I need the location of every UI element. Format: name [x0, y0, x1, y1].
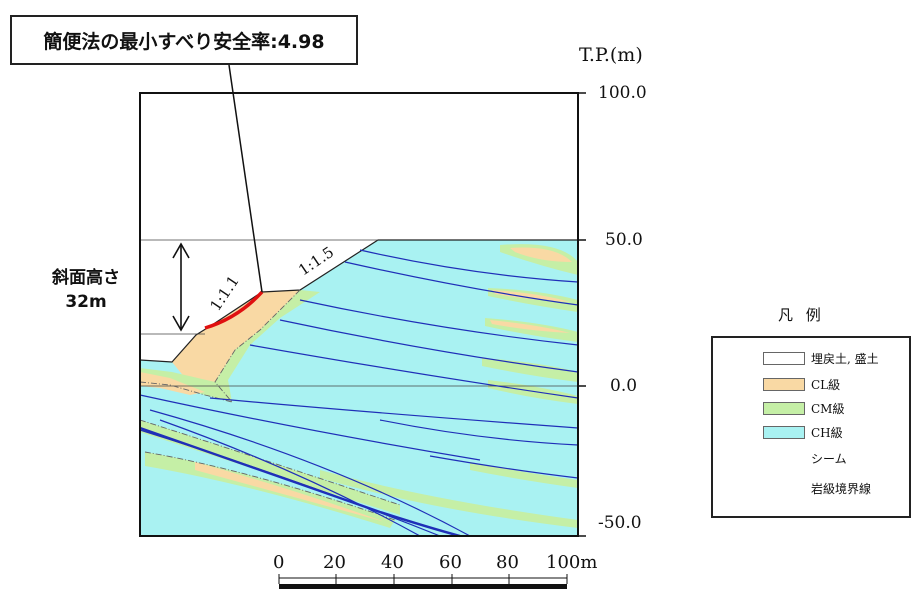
- cm-lens-6: [140, 420, 400, 515]
- major-seam-line: [139, 426, 461, 538]
- cl-lens-1: [510, 247, 572, 262]
- ground-surface-line: [139, 239, 578, 363]
- scale-label-60: 60: [439, 552, 462, 573]
- safety-factor-text: 簡便法の最小すべり安全率:4.98: [43, 30, 325, 53]
- legend: 埋戻土, 盛土 CL級 CM級 CH級 シーム 岩級境界線: [711, 336, 911, 518]
- cm-zone-1: [215, 290, 320, 402]
- slope-height-arrow: [172, 242, 190, 332]
- legend-swatch-cm: [763, 402, 805, 415]
- legend-label-seam: シーム: [811, 452, 847, 466]
- legend-label-ch: CH級: [811, 426, 843, 440]
- cm-lens-8: [320, 470, 578, 528]
- section-frame-border: [139, 92, 579, 537]
- legend-label-cm: CM級: [811, 402, 845, 416]
- legend-swatch-cl: [763, 378, 805, 391]
- cl-lens-4: [195, 462, 385, 522]
- slope-height-label: 斜面高さ 32m: [52, 266, 120, 314]
- legend-title: 凡 例: [778, 306, 825, 324]
- axis-ticks: [578, 92, 586, 537]
- tick-minus-50: -50.0: [598, 513, 642, 533]
- legend-swatch-fill: [763, 352, 805, 365]
- legend-label-fill: 埋戻土, 盛土: [811, 352, 879, 366]
- elevation-axis-title: T.P.(m): [579, 44, 643, 66]
- scale-label-40: 40: [381, 552, 404, 573]
- critical-slip-surface: [204, 290, 264, 330]
- slope-height-value: 32m: [65, 292, 107, 312]
- legend-label-boundary: 岩級境界線: [811, 482, 872, 496]
- scale-label-100m: 100m: [546, 552, 598, 573]
- cl-surface-zone: [172, 290, 300, 382]
- scale-label-80: 80: [496, 552, 519, 573]
- cm-lens-9: [470, 462, 578, 488]
- scale-bar: [278, 574, 568, 589]
- fill-embankment-zone: [140, 240, 378, 362]
- cm-lens-4: [482, 358, 578, 382]
- safety-factor-callout: 簡便法の最小すべり安全率:4.98: [10, 15, 358, 65]
- legend-swatch-ch: [763, 426, 805, 439]
- slope-height-title: 斜面高さ: [52, 268, 120, 288]
- callout-leader-line: [228, 64, 263, 293]
- cl-lens-2: [492, 290, 570, 302]
- tick-0: 0.0: [610, 376, 638, 396]
- scale-label-20: 20: [323, 552, 346, 573]
- cl-lens-3: [490, 320, 570, 333]
- legend-label-cl: CL級: [811, 378, 841, 392]
- cl-zone-left: [140, 372, 205, 395]
- tick-100: 100.0: [598, 83, 647, 103]
- tick-50: 50.0: [605, 230, 643, 250]
- scale-label-0: 0: [273, 552, 285, 573]
